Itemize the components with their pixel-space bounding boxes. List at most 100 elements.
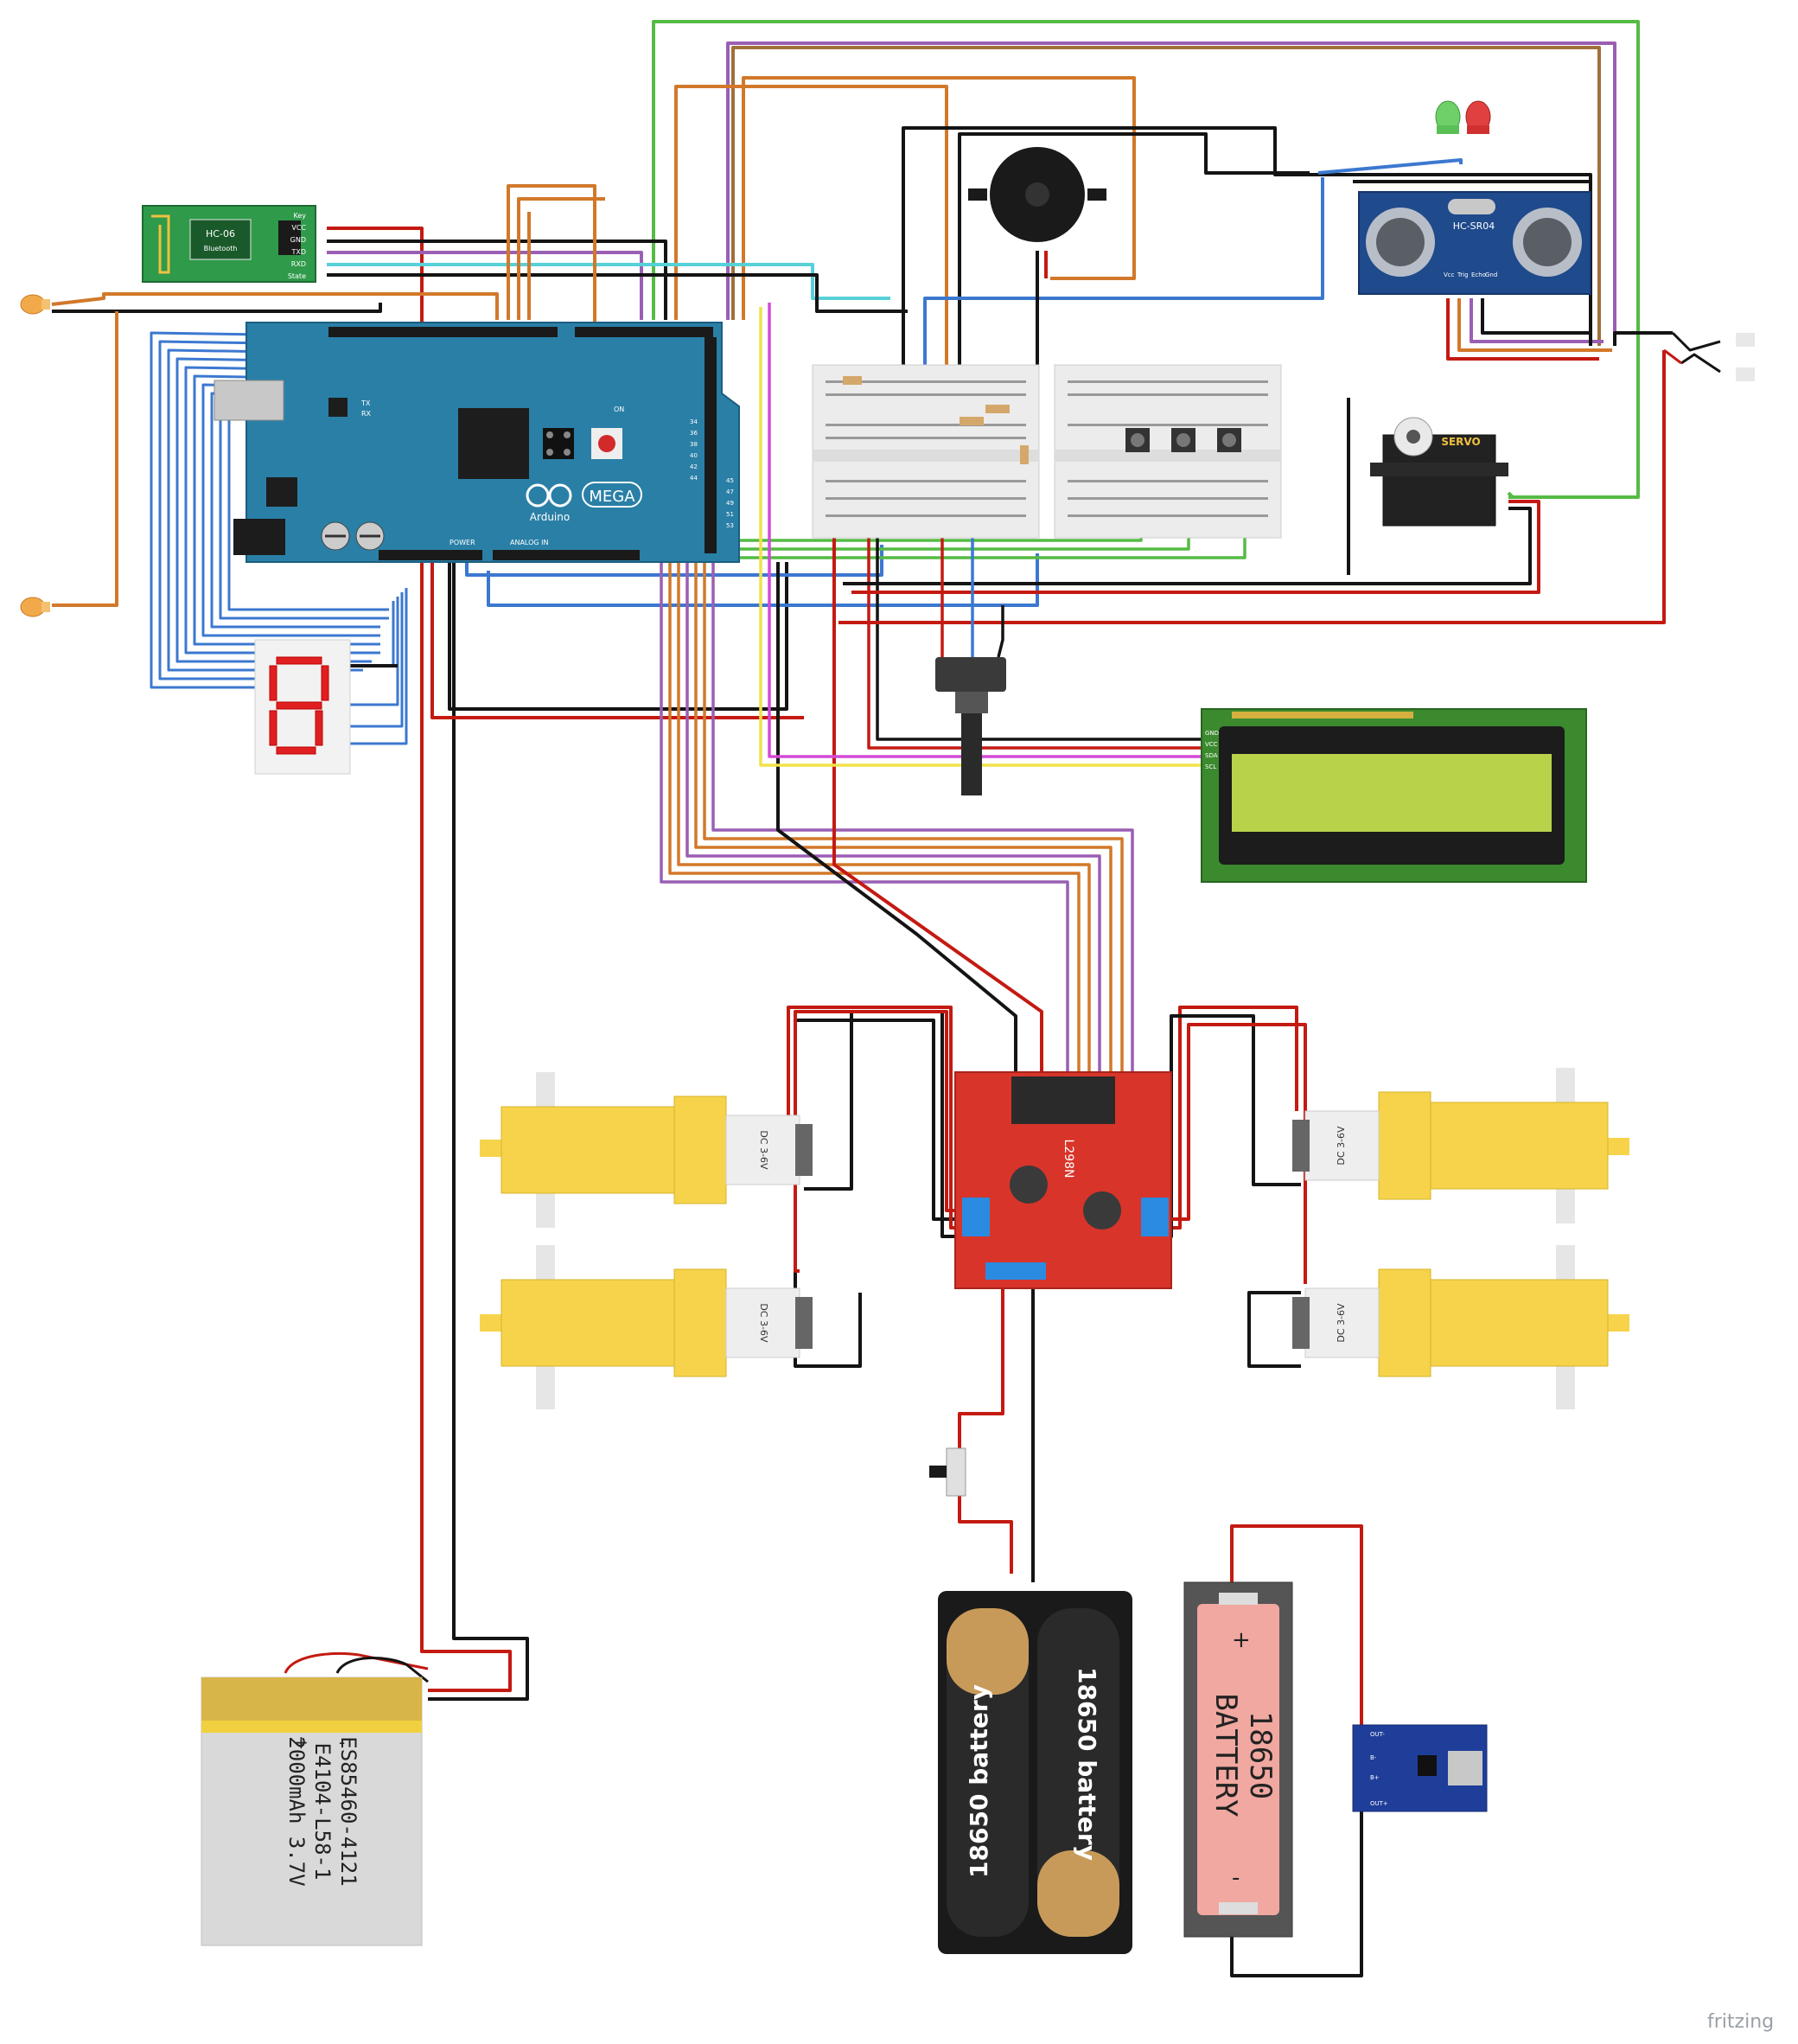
slide-switch [929, 1447, 966, 1497]
wire-lipo-pad-red [284, 1651, 429, 1674]
dc-motor-top-right: DC 3-6V [1292, 1068, 1629, 1223]
arduino-logo-text: Arduino [530, 511, 570, 523]
pin-label: 42 [690, 463, 698, 470]
lipo-battery: ES85460-4121 E4104-L58-1 2000mAh 3.7V + … [201, 1677, 423, 1946]
wire-lipo-pad-black [335, 1657, 429, 1683]
pin-label: 36 [690, 430, 698, 437]
motor-label: DC 3-6V [1336, 1303, 1347, 1343]
pin-label: 51 [726, 511, 734, 518]
bluetooth-module: HC-06 Bluetooth Key VCC GND TXD RXD Stat… [142, 205, 316, 283]
fritzing-brand: fritzing [1707, 2011, 1775, 2033]
dc-motor-bottom-right: DC 3-6V [1292, 1245, 1629, 1409]
push-button [1171, 428, 1195, 452]
wire-bt-tx [327, 251, 643, 320]
charger-pin-label: B- [1370, 1754, 1377, 1761]
pin-label: 53 [726, 522, 734, 529]
bt-pin-txd: TXD [290, 248, 306, 256]
arduino-model: MEGA [589, 488, 635, 506]
breadboard-left [812, 364, 1040, 539]
breadboard-right [1054, 364, 1282, 539]
bt-pin-gnd: GND [290, 236, 306, 244]
us-pin-label: Gnd [1485, 271, 1497, 278]
push-button [1125, 428, 1150, 452]
lcd-pin-label: SCL [1205, 763, 1216, 770]
pin-label: 38 [690, 441, 698, 448]
led-orange-top [20, 294, 50, 315]
wire-led1-anode [51, 292, 499, 320]
wire-black-top2 [958, 132, 1310, 398]
bt-pin-state: State [288, 272, 306, 280]
bt-pin-rxd: RXD [291, 260, 306, 268]
cell-minus: - [1232, 1865, 1240, 1891]
lipo-minus: - [339, 1732, 345, 1753]
arduino-rx: RX [361, 410, 372, 418]
motor-label: DC 3-6V [1336, 1126, 1347, 1166]
charger-pin-label: B+ [1370, 1774, 1380, 1781]
cell-18650-line2: BATTERY [1208, 1693, 1243, 1817]
charger-pin-label: OUT- [1370, 1731, 1385, 1738]
pin-label: 45 [726, 477, 734, 484]
wire-orange-top2 [742, 76, 1136, 320]
wire-bt-state [327, 273, 908, 313]
wire-orange-top1 [674, 85, 948, 398]
servo-motor: SERVO [1370, 417, 1508, 527]
cell-18650-line1: 18650 [1243, 1711, 1278, 1799]
wire-brown-top [731, 46, 1601, 346]
driver-name: L298N [1062, 1140, 1075, 1178]
us-pin-label: Vcc [1444, 271, 1455, 278]
battery-holder-2x18650: 18650 battery 18650 battery [938, 1591, 1132, 1954]
lipo-line1: ES85460-4121 [336, 1736, 360, 1886]
us-pin-label: Echo [1471, 271, 1486, 278]
dc-motor-top-left: DC 3-6V [480, 1072, 813, 1228]
ultrasonic-name: HC-SR04 [1453, 220, 1495, 232]
arduino-power-label: POWER [450, 539, 475, 546]
dc-motor-bottom-left: DC 3-6V [480, 1245, 813, 1409]
battery-18650: 18650 BATTERY + - [1183, 1581, 1293, 1938]
led-green [1435, 100, 1461, 134]
motor-label: DC 3-6V [758, 1303, 769, 1343]
lcd-pin-label: VCC [1205, 741, 1218, 748]
lipo-line3: 2000mAh 3.7V [284, 1736, 309, 1886]
arduino-on: ON [614, 406, 624, 413]
wire-bt-rx [327, 263, 890, 300]
arduino-mega: MEGA Arduino TX RX ON POWER ANALOG IN 34… [214, 322, 740, 563]
us-pin-label: Trig [1457, 271, 1469, 278]
lcd-pin-label: GND [1205, 730, 1219, 737]
wire-lipo-red [420, 536, 512, 1692]
buzzer [968, 147, 1106, 242]
charger-pin-label: OUT+ [1370, 1800, 1388, 1807]
seven-segment-display [254, 639, 351, 775]
cell1-label: 18650 battery [965, 1684, 993, 1878]
push-button [1217, 428, 1241, 452]
wire-led1-cathode [52, 303, 382, 313]
wire-purple-top [726, 42, 1616, 346]
arduino-analog-label: ANALOG IN [510, 539, 549, 546]
led-red [1465, 100, 1491, 134]
bt-sub: Bluetooth [204, 245, 238, 252]
wire-bt-gnd [327, 240, 667, 320]
charger-module: OUT- B- B+ OUT+ [1352, 1724, 1488, 1812]
lcd-display: GND VCC SDA SCL [1201, 708, 1587, 883]
pin-label: 47 [726, 489, 734, 495]
potentiometer [935, 657, 1006, 795]
arduino-tx: TX [360, 399, 371, 407]
lcd-pin-label: SDA [1205, 752, 1218, 759]
cell-plus: + [1232, 1627, 1251, 1653]
ir-sensor-right [1736, 333, 1755, 381]
pin-label: 34 [690, 418, 698, 425]
pin-label: 40 [690, 452, 698, 459]
wire-blue-led [1317, 158, 1463, 175]
cell2-label: 18650 battery [1073, 1667, 1101, 1861]
ultrasonic-sensor: HC-SR04 Vcc Trig Echo Gnd [1358, 191, 1591, 295]
led-orange-bottom [20, 597, 50, 617]
lipo-line2: E4104-L58-1 [310, 1743, 335, 1881]
servo-name: SERVO [1441, 436, 1480, 448]
bt-pin-vcc: VCC [291, 224, 306, 232]
wire-blue-us [923, 177, 1324, 398]
motor-label: DC 3-6V [758, 1130, 769, 1170]
bt-name: HC-06 [206, 228, 235, 240]
motor-driver: L298N [954, 1071, 1172, 1289]
wire-led2 [52, 311, 118, 607]
lipo-plus: + [294, 1732, 309, 1753]
